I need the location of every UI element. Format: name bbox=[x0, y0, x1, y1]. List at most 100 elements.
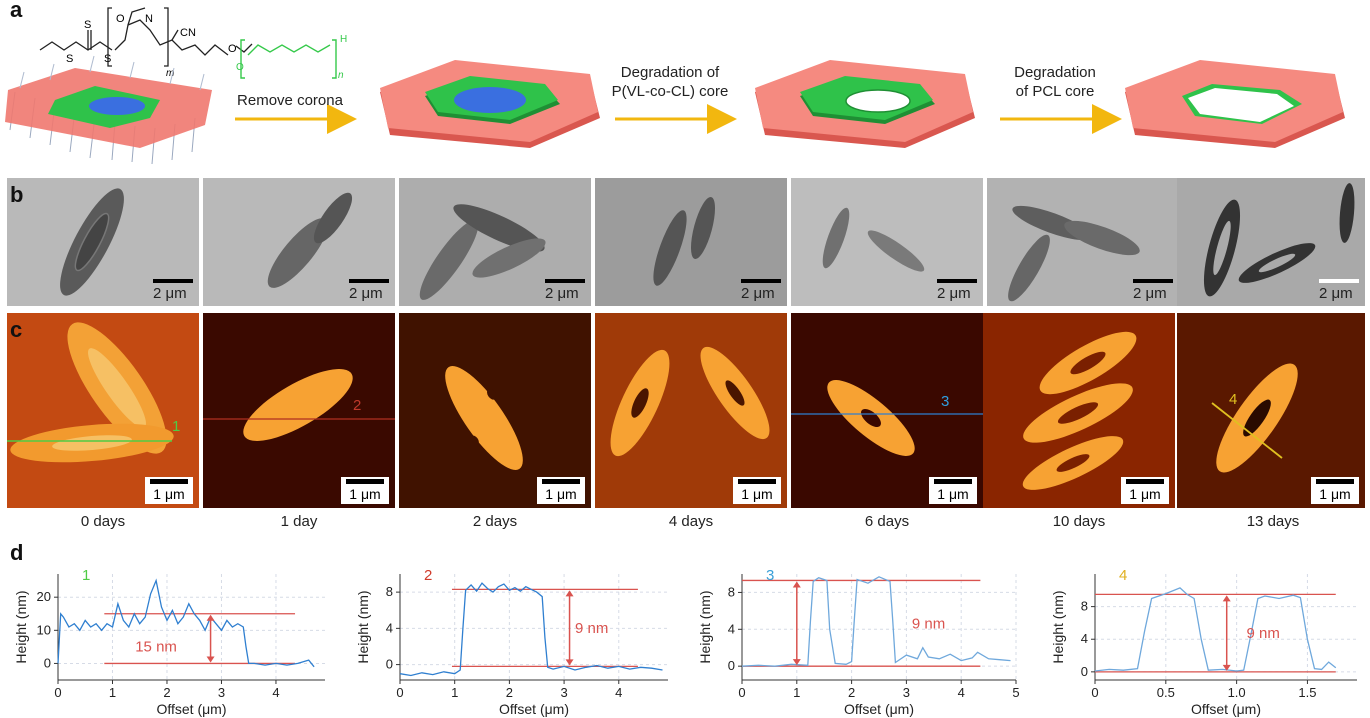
day-label-13: 13 days bbox=[1246, 513, 1300, 530]
x-tick-label: 5 bbox=[1012, 685, 1019, 700]
height-annotation: 9 nm bbox=[575, 620, 608, 637]
tem-scale-label: 2 μm bbox=[545, 285, 579, 302]
afm-scale-bar: 1 μm bbox=[537, 477, 585, 504]
afm-scale-label: 1 μm bbox=[349, 486, 381, 502]
y-tick-label: 4 bbox=[728, 621, 735, 636]
chem-o3: O bbox=[236, 62, 244, 73]
height-arrow-head bbox=[792, 659, 801, 666]
afm-image-2-days: 1 μm bbox=[399, 313, 591, 508]
height-annotation: 9 nm bbox=[912, 615, 945, 632]
x-tick-label: 0 bbox=[1091, 685, 1098, 700]
x-tick-label: 1 bbox=[451, 685, 458, 700]
tem-scale-bar: 2 μm bbox=[349, 279, 389, 302]
x-tick-label: 3 bbox=[903, 685, 910, 700]
height-annotation: 9 nm bbox=[1247, 625, 1280, 642]
chem-s1: S bbox=[84, 19, 91, 31]
day-label-2: 2 days bbox=[472, 513, 518, 530]
afm-scale-bar: 1 μm bbox=[1311, 477, 1359, 504]
y-tick-label: 0 bbox=[44, 655, 51, 670]
height-arrow-head bbox=[792, 581, 801, 588]
panel-label-c: c bbox=[10, 317, 23, 342]
height-arrow-head bbox=[1222, 595, 1231, 602]
afm-line-label: 4 bbox=[1229, 391, 1238, 408]
panel-label-a: a bbox=[10, 0, 23, 22]
y-tick-label: 10 bbox=[37, 622, 51, 637]
y-tick-label: 8 bbox=[386, 584, 393, 599]
tem-image-13-days: 2 μm bbox=[1177, 178, 1365, 306]
y-axis-label: Height (nm) bbox=[355, 590, 371, 663]
afm-scale-label: 1 μm bbox=[937, 486, 969, 502]
x-tick-label: 0 bbox=[54, 685, 61, 700]
day-label-0: 0 days bbox=[80, 513, 126, 530]
scheme-panel: S S S O N CN m O H n O bbox=[5, 7, 1345, 165]
profile-line bbox=[57, 578, 315, 668]
tem-scale-bar: 2 μm bbox=[1319, 279, 1359, 302]
x-tick-label: 0.5 bbox=[1157, 685, 1175, 700]
profile-number-label: 2 bbox=[424, 567, 432, 584]
y-axis-label: Height (nm) bbox=[697, 590, 713, 663]
tem-scale-bar: 2 μm bbox=[741, 279, 781, 302]
tem-scale-label: 2 μm bbox=[1319, 285, 1353, 302]
profile-number-label: 3 bbox=[766, 567, 774, 584]
afm-scale-label: 1 μm bbox=[1129, 486, 1161, 502]
day-label-4: 4 days bbox=[668, 513, 714, 530]
afm-scale-label: 1 μm bbox=[741, 486, 773, 502]
height-arrow-head bbox=[565, 659, 574, 666]
label-degradation-pvlcl-line2: P(VL-co-CL) core bbox=[611, 83, 729, 100]
y-tick-label: 0 bbox=[386, 657, 393, 672]
afm-scale-label: 1 μm bbox=[153, 486, 185, 502]
x-axis-label: Offset (μm) bbox=[844, 701, 914, 717]
y-axis-label: Height (nm) bbox=[1050, 590, 1066, 663]
panel-label-d: d bbox=[10, 540, 24, 565]
panel-label-b: b bbox=[10, 182, 24, 207]
platelet-stage-3 bbox=[755, 60, 975, 148]
chem-n: N bbox=[145, 13, 153, 25]
label-degradation-pcl-line2: of PCL core bbox=[1015, 83, 1095, 100]
tem-scale-label: 2 μm bbox=[937, 285, 971, 302]
height-arrow-head bbox=[565, 590, 574, 597]
profile-number-label: 4 bbox=[1119, 567, 1127, 584]
tem-image-6-days: 2 μm bbox=[791, 178, 983, 306]
tem-image-4-days: 2 μm bbox=[595, 178, 787, 306]
x-tick-label: 2 bbox=[848, 685, 855, 700]
height-arrow-head bbox=[206, 614, 215, 621]
chemical-structure bbox=[39, 7, 253, 67]
afm-image-6-days: 3 1 μm bbox=[791, 313, 983, 508]
y-tick-label: 0 bbox=[1081, 664, 1088, 679]
chem-o1: O bbox=[116, 13, 125, 25]
day-label-6: 6 days bbox=[864, 513, 910, 530]
x-tick-label: 3 bbox=[560, 685, 567, 700]
chem-cn: CN bbox=[180, 27, 196, 39]
tem-scale-bar: 2 μm bbox=[153, 279, 193, 302]
x-axis-label: Offset (μm) bbox=[1191, 701, 1261, 717]
afm-scale-bar: 1 μm bbox=[1121, 477, 1169, 504]
chem-m: m bbox=[166, 68, 174, 79]
x-tick-label: 4 bbox=[958, 685, 965, 700]
tem-scale-label: 2 μm bbox=[349, 285, 383, 302]
tem-scale-label: 2 μm bbox=[741, 285, 775, 302]
platelet-stage-2 bbox=[380, 60, 600, 148]
y-tick-label: 8 bbox=[1081, 599, 1088, 614]
tem-image-10-days: 2 μm bbox=[987, 178, 1179, 306]
chem-s2: S bbox=[66, 53, 73, 65]
afm-scale-label: 1 μm bbox=[1319, 486, 1351, 502]
x-tick-label: 0 bbox=[396, 685, 403, 700]
height-arrow-head bbox=[1222, 664, 1231, 671]
afm-image-13-days: 4 1 μm bbox=[1177, 313, 1365, 508]
y-tick-label: 4 bbox=[1081, 631, 1088, 646]
y-tick-label: 8 bbox=[728, 584, 735, 599]
afm-line-label: 1 bbox=[172, 418, 181, 435]
tem-scale-label: 2 μm bbox=[1133, 285, 1167, 302]
afm-image-1-day: 2 1 μm bbox=[203, 313, 395, 508]
label-degradation-pcl-line1: Degradation bbox=[1014, 64, 1096, 81]
x-tick-label: 4 bbox=[615, 685, 622, 700]
tem-image-0-days: 2 μm bbox=[7, 178, 199, 306]
y-tick-label: 4 bbox=[386, 620, 393, 635]
height-arrow-head bbox=[206, 656, 215, 663]
afm-line-label: 3 bbox=[941, 393, 950, 410]
x-tick-label: 0 bbox=[738, 685, 745, 700]
